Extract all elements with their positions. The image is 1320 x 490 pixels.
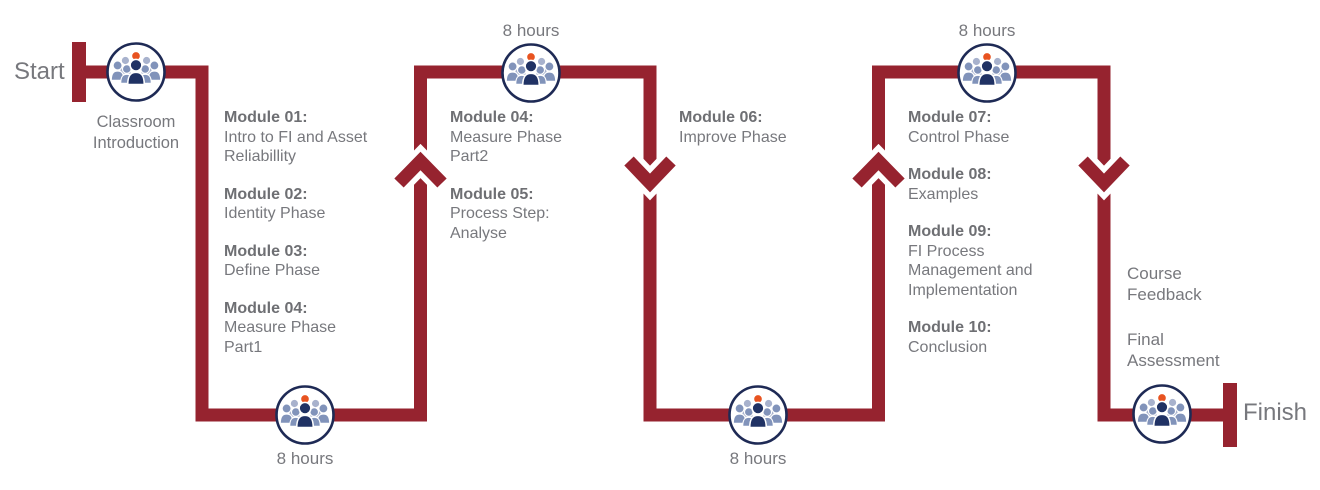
final-assessment-label: Final Assessment [1127, 330, 1220, 370]
finish-node [1132, 384, 1192, 444]
hours-label: 8 hours [729, 449, 787, 468]
hours-label: 8 hours [958, 21, 1016, 40]
course-feedback-label: Course Feedback [1127, 264, 1202, 304]
course-path [79, 65, 1230, 422]
module-body: Improve Phase [679, 128, 787, 146]
start-label: Start [14, 58, 65, 85]
module-body: FI Process Management and Implementation [908, 242, 1033, 299]
module-heading: Module 04: [224, 299, 308, 317]
module-item: Module 10: Conclusion [908, 318, 1093, 357]
finish-label: Finish [1243, 399, 1308, 426]
session-node [275, 385, 335, 445]
module-heading: Module 04: [450, 109, 534, 126]
module-heading: Module 01: [224, 109, 308, 126]
session-node [957, 43, 1017, 103]
module-body: Control Phase [908, 128, 1010, 146]
module-item: Module 01: Intro to FI and Asset Reliabi… [224, 108, 409, 167]
module-group: Module 01: Intro to FI and Asset Reliabi… [224, 108, 409, 375]
module-body: Measure Phase Part1 [224, 319, 337, 356]
chevron-up-icon [848, 143, 909, 192]
chevron-up-icon [390, 143, 451, 192]
module-heading: Module 05: [450, 185, 534, 203]
module-heading: Module 07: [908, 109, 992, 126]
module-body: Intro to FI and Asset Reliabillity [224, 128, 368, 166]
module-body: Measure Phase Part2 [450, 128, 563, 166]
module-item: Module 04: Measure Phase Part2 [450, 108, 635, 167]
module-body: Conclusion [908, 338, 988, 356]
module-heading: Module 08: [908, 166, 992, 183]
module-item: Module 07: Control Phase [908, 108, 1093, 147]
classroom-introduction-label: Classroom Introduction [92, 113, 180, 152]
module-item: Module 06: Improve Phase [679, 108, 864, 147]
chevron-down-icon [620, 152, 680, 201]
module-heading: Module 09: [908, 223, 992, 240]
session-node [501, 43, 561, 103]
end-notes: Course Feedback Final Assessment [1127, 263, 1267, 395]
module-body: Identity Phase [224, 205, 326, 222]
classroom-node [106, 42, 166, 102]
module-item: Module 08: Examples [908, 165, 1093, 204]
module-body: Define Phase [224, 262, 321, 279]
module-item: Module 03: Define Phase [224, 242, 409, 281]
module-heading: Module 10: [908, 319, 992, 336]
module-item: Module 05: Process Step: Analyse [450, 185, 635, 244]
chevron-down-icon [1074, 152, 1134, 201]
module-heading: Module 02: [224, 185, 308, 203]
hours-label: 8 hours [276, 449, 334, 468]
module-item: Module 04: Measure Phase Part1 [224, 299, 409, 358]
module-group: Module 06: Improve Phase [679, 108, 864, 165]
module-body: Examples [908, 185, 979, 203]
module-heading: Module 03: [224, 242, 308, 260]
session-node [728, 385, 788, 445]
hours-label: 8 hours [502, 21, 560, 40]
module-group: Module 04: Measure Phase Part2 Module 05… [450, 108, 635, 261]
module-item: Module 09: FI Process Management and Imp… [908, 222, 1093, 300]
module-heading: Module 06: [679, 109, 763, 126]
module-group: Module 07: Control Phase Module 08: Exam… [908, 108, 1093, 375]
module-body: Process Step: Analyse [450, 205, 550, 242]
module-item: Module 02: Identity Phase [224, 185, 409, 224]
